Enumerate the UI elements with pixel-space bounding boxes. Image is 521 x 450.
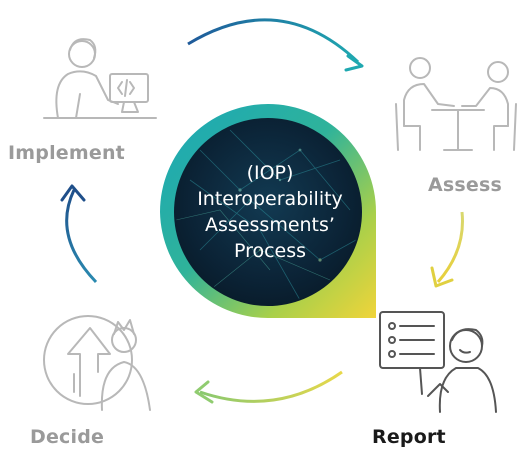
arrow-report-to-decide (194, 370, 343, 404)
center-title-line-1: (IOP) (246, 162, 294, 184)
arrow-decide-to-implement (60, 184, 98, 284)
arrow-assess-to-report (430, 211, 464, 288)
arrow-implement-to-assess (187, 18, 364, 72)
step-label-assess: Assess (428, 174, 503, 196)
step-label-implement: Implement (8, 142, 125, 164)
center-title-line-4: Process (233, 240, 307, 262)
network-texture (176, 129, 357, 301)
person-holding-report-icon (379, 311, 497, 413)
person-with-upward-arrow-icon (43, 315, 151, 411)
center-circle (160, 104, 376, 318)
person-at-computer-icon (43, 38, 157, 119)
step-label-report: Report (372, 426, 446, 448)
two-people-meeting-icon (395, 57, 517, 151)
center-title-line-2: Interoperability (197, 188, 343, 210)
step-label-decide: Decide (30, 426, 105, 448)
center-title-line-3: Assessments’ (205, 214, 335, 236)
